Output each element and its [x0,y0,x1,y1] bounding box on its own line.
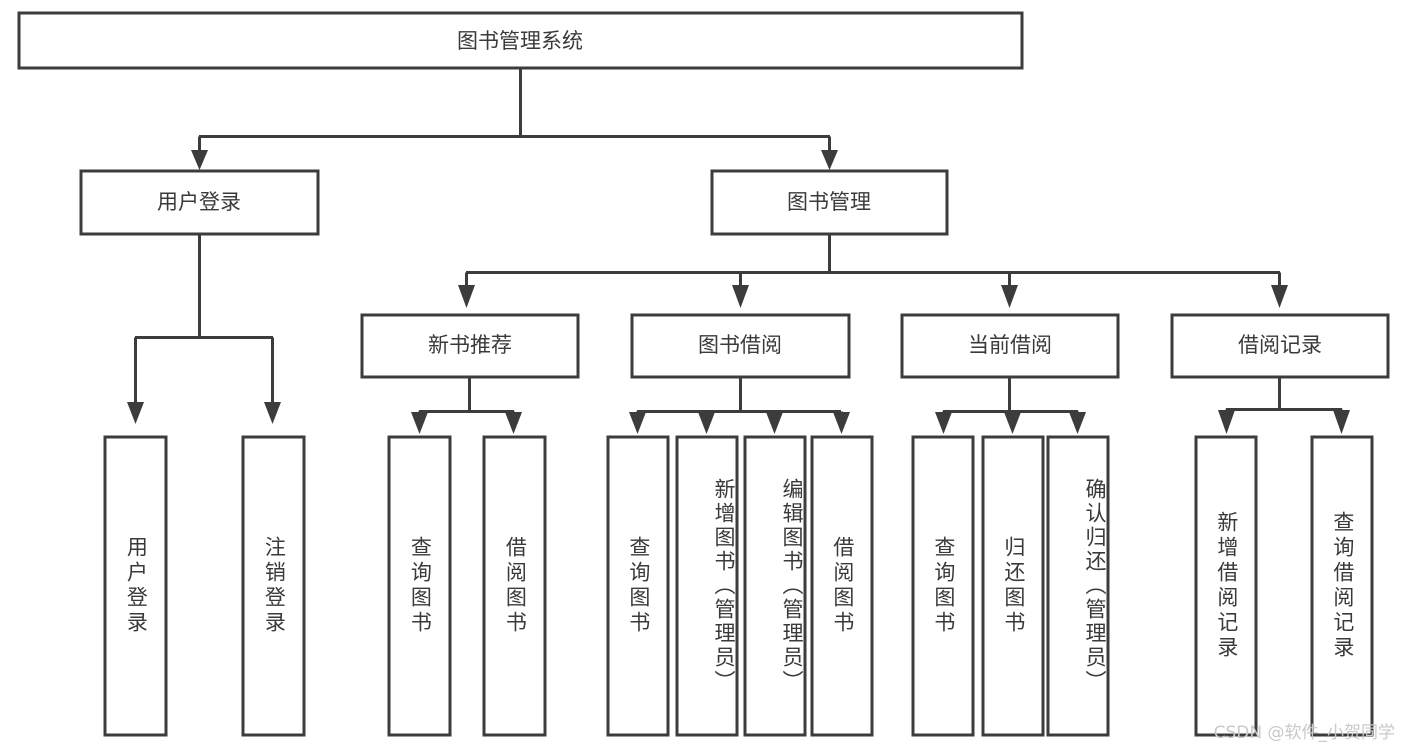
leaf-borrow-record-2-box [1310,435,1374,737]
leaf-borrow-record-1-box [1194,435,1258,737]
leaf-user-login-1-label-wrap: 用户登录 [124,536,149,636]
leaf-book-borrow-1-box [606,435,670,737]
arrow-record-leaf-2 [1333,410,1350,434]
node-borrow-record-box [1170,313,1390,379]
leaf-current-borrow-1-label: 查询图书 [931,536,956,636]
leaf-user-login-2-label: 注销登录 [262,536,287,636]
leaf-user-login-1[interactable]: 用户登录 [103,435,168,737]
arrow-root-to-user-login [191,150,208,170]
node-book-management[interactable]: 图书管理 [710,169,949,236]
leaf-new-book-1-label: 查询图书 [408,536,433,636]
leaf-book-borrow-4-label-wrap: 借阅图书 [830,536,855,636]
leaf-borrow-record-2-label: 查询借阅记录 [1330,511,1355,661]
leaf-new-book-1-label-wrap: 查询图书 [408,536,433,636]
leaf-book-borrow-3[interactable]: 编辑图书（管理员） [743,435,807,737]
node-current-borrow-box [900,313,1120,379]
leaf-borrow-record-1-label: 新增借阅记录 [1214,511,1239,661]
leaf-book-borrow-3-label-wrap: 编辑图书（管理员） [780,478,804,694]
leaf-borrow-record-2-label-wrap: 查询借阅记录 [1330,511,1355,661]
node-root-label: 图书管理系统 [457,29,583,53]
leaf-book-borrow-3-box [743,435,807,737]
node-root-box [17,11,1024,70]
edges-layer [127,68,1350,434]
node-new-book-recommend-label: 新书推荐 [428,333,512,357]
leaf-current-borrow-2-label-wrap: 归还图书 [1001,536,1026,636]
node-book-management-label: 图书管理 [787,190,871,214]
leaf-book-borrow-3-label: 编辑图书（管理员） [780,478,804,694]
leaf-book-borrow-4-box [810,435,874,737]
node-book-borrow[interactable]: 图书借阅 [630,313,851,379]
leaf-borrow-record-1[interactable]: 新增借阅记录 [1194,435,1258,737]
arrow-borrow-leaf-3 [766,412,783,434]
leaf-user-login-2[interactable]: 注销登录 [241,435,306,737]
leaf-borrow-record-1-label-wrap: 新增借阅记录 [1214,511,1239,661]
node-borrow-record[interactable]: 借阅记录 [1170,313,1390,379]
leaf-new-book-2-box [482,435,547,737]
leaf-current-borrow-2-label: 归还图书 [1001,536,1026,636]
leaf-borrow-record-2[interactable]: 查询借阅记录 [1310,435,1374,737]
arrow-book-mgmt-to-new-book [458,285,475,308]
node-root[interactable]: 图书管理系统 [17,11,1024,70]
arrow-root-to-book-mgmt [821,150,838,170]
leaf-current-borrow-2-box [981,435,1045,737]
leaf-book-borrow-4-label: 借阅图书 [830,536,855,636]
node-book-borrow-label: 图书借阅 [698,333,782,357]
arrow-record-leaf-1 [1218,410,1235,434]
leaf-book-borrow-2-box [675,435,739,737]
arrow-user-login-leaf-1 [127,402,144,424]
leaf-current-borrow-2[interactable]: 归还图书 [981,435,1045,737]
leaf-current-borrow-1-label-wrap: 查询图书 [931,536,956,636]
leaf-new-book-1-box [387,435,452,737]
leaf-book-borrow-1[interactable]: 查询图书 [606,435,670,737]
arrow-book-mgmt-to-current [1001,285,1018,308]
leaf-current-borrow-3-label-wrap: 确认归还（管理员） [1083,478,1107,694]
leaf-new-book-2-label: 借阅图书 [503,536,528,636]
arrow-borrow-leaf-4 [833,412,850,434]
node-user-login-box [79,169,320,236]
node-book-management-box [710,169,949,236]
arrow-current-leaf-1 [935,412,952,434]
leaf-book-borrow-2-label: 新增图书（管理员） [712,478,736,694]
leaf-book-borrow-1-label-wrap: 查询图书 [626,536,651,636]
leaf-user-login-2-box [241,435,306,737]
arrow-borrow-leaf-1 [629,412,646,434]
leaf-book-borrow-4[interactable]: 借阅图书 [810,435,874,737]
leaf-user-login-1-box [103,435,168,737]
node-new-book-recommend-box [360,313,580,379]
csdn-watermark: CSDN @软件_小贺同学 [1213,723,1395,743]
node-user-login[interactable]: 用户登录 [79,169,320,236]
node-current-borrow[interactable]: 当前借阅 [900,313,1120,379]
arrow-current-leaf-3 [1069,412,1086,434]
leaf-user-login-2-label-wrap: 注销登录 [262,536,287,636]
leaf-new-book-1[interactable]: 查询图书 [387,435,452,737]
leaf-current-borrow-3-label: 确认归还（管理员） [1083,478,1107,694]
arrow-borrow-leaf-2 [698,412,715,434]
leaf-current-borrow-1[interactable]: 查询图书 [911,435,975,737]
node-user-login-label: 用户登录 [157,190,241,214]
node-book-borrow-box [630,313,851,379]
arrow-book-mgmt-to-borrow [732,285,749,308]
leaf-current-borrow-3-box [1046,435,1110,737]
leaf-new-book-2[interactable]: 借阅图书 [482,435,547,737]
node-borrow-record-label: 借阅记录 [1238,333,1322,357]
arrow-user-login-leaf-2 [264,402,281,424]
leaf-book-borrow-2[interactable]: 新增图书（管理员） [675,435,739,737]
leaf-new-book-2-label-wrap: 借阅图书 [503,536,528,636]
arrow-new-book-leaf-2 [505,412,522,434]
leaf-book-borrow-1-label: 查询图书 [626,536,651,636]
leaf-current-borrow-3[interactable]: 确认归还（管理员） [1046,435,1110,737]
arrow-book-mgmt-to-record [1271,285,1288,308]
arrow-current-leaf-2 [1004,412,1021,434]
arrow-new-book-leaf-1 [411,412,428,434]
node-current-borrow-label: 当前借阅 [968,333,1052,357]
leaf-current-borrow-1-box [911,435,975,737]
leaf-user-login-1-label: 用户登录 [124,536,149,636]
node-new-book-recommend[interactable]: 新书推荐 [360,313,580,379]
leaf-book-borrow-2-label-wrap: 新增图书（管理员） [712,478,736,694]
